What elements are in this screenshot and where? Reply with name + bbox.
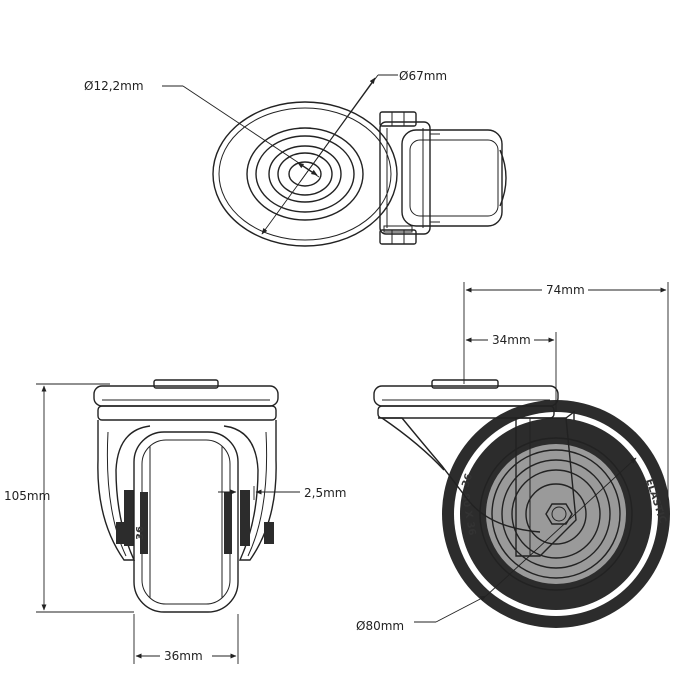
front-view: 36 105mm 2,5mm 36mm (4, 379, 346, 664)
wheel-width-dimension: 36mm (133, 614, 239, 664)
plate-diameter-dimension: Ø67mm (261, 69, 447, 235)
front-top-plate (93, 379, 279, 421)
offset-dimension: 34mm (465, 332, 557, 412)
side-top-plate (373, 379, 559, 419)
bore-diameter-dimension: Ø12,2mm (84, 79, 320, 178)
offset-label: 34mm (492, 333, 531, 347)
svg-text:36: 36 (460, 472, 475, 489)
front-wheel: 36 (133, 431, 239, 613)
bore-diameter-label: Ø12,2mm (84, 79, 144, 93)
top-plate (212, 101, 398, 247)
gap-label: 2,5mm (304, 486, 346, 500)
height-dimension: 105mm (4, 383, 134, 613)
overall-width-label: 74mm (546, 283, 585, 297)
wheel-width-label: 36mm (164, 649, 203, 663)
side-fork (378, 410, 577, 557)
top-view-fork (379, 121, 507, 235)
side-axle-nut (545, 503, 573, 525)
wheel-diameter-label: Ø80mm (356, 619, 404, 633)
plate-diameter-label: Ø67mm (399, 69, 447, 83)
svg-text:36: 36 (135, 526, 146, 540)
top-view-nuts (379, 111, 417, 245)
overall-width-dimension: 74mm (463, 282, 669, 500)
side-view: 36 80 X 36 ELASTIC (356, 282, 670, 633)
gap-dimension: 2,5mm (218, 486, 346, 500)
wheel-diameter-dimension: Ø80mm (356, 457, 637, 633)
top-view: Ø12,2mm Ø67mm (84, 69, 507, 247)
front-left-nut (124, 490, 134, 546)
height-label: 105mm (4, 489, 50, 503)
front-right-nut (240, 490, 250, 546)
side-wheel: 36 80 X 36 ELASTIC (442, 400, 670, 628)
